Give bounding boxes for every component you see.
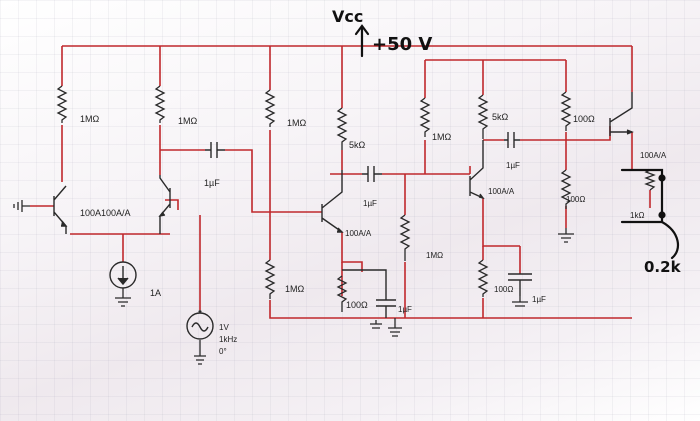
ground-current-source-icon: [115, 288, 131, 307]
resistor-r-emitter: [336, 275, 348, 312]
label-r2: 1MΩ: [178, 116, 198, 126]
label-c3: 1µF: [506, 161, 520, 170]
label-current-source: 1A: [150, 288, 161, 298]
resistor-r3: [264, 89, 276, 127]
ground-emitter-icon: [370, 320, 382, 329]
capacitor-c-emitter: [342, 269, 396, 318]
resistor-r6: [477, 94, 489, 139]
label-r7: 100Ω: [573, 114, 595, 124]
label-ac-phase: 0°: [219, 347, 227, 356]
transistor-q5: [609, 92, 634, 136]
capacitors: [205, 132, 532, 318]
label-r-lower-left: 1MΩ: [285, 284, 305, 294]
ground-mid-icon: [388, 318, 402, 337]
vcc-handwritten: Vcc: [332, 7, 363, 26]
transistor-q3: [321, 170, 344, 233]
transistor-q4: [469, 140, 485, 200]
load-bracket: [620, 168, 664, 224]
label-ac-frequency: 1kHz: [219, 335, 237, 344]
resistor-r1: [56, 85, 68, 123]
resistor-r-lower-mid: [399, 214, 411, 261]
resistors: [56, 85, 656, 312]
resistor-r2: [154, 85, 166, 123]
label-q1q2: 100A100A/A: [80, 208, 131, 218]
ground-emitter2-icon: [512, 296, 528, 307]
label-c-emitter2: 1µF: [532, 295, 546, 304]
load-note-handwritten: 0.2k: [644, 258, 682, 276]
wiring: [30, 45, 651, 319]
transistor-q2: [158, 175, 171, 234]
capacitor-c3: [504, 132, 520, 148]
resistor-r4: [336, 107, 348, 150]
capacitor-c1: [205, 142, 225, 158]
label-r-emitter2: 100Ω: [494, 285, 513, 294]
label-r-load: 1kΩ: [630, 211, 644, 220]
label-r5: 1MΩ: [432, 132, 452, 142]
transistor-q1: [53, 185, 68, 234]
resistor-r7: [560, 91, 572, 131]
label-ac-amplitude: 1V: [219, 323, 229, 332]
label-r3: 1MΩ: [287, 118, 307, 128]
resistor-r5: [419, 97, 431, 137]
capacitor-c2: [362, 166, 382, 182]
ground-ac-source-icon: [194, 340, 206, 365]
capacitor-c-emitter2: [508, 273, 532, 296]
label-q4: 100A/A: [488, 187, 515, 196]
label-c-emitter: 1µF: [398, 305, 412, 314]
label-r-output: 100Ω: [566, 195, 585, 204]
resistor-r-emitter2: [477, 259, 489, 297]
label-r6: 5kΩ: [492, 112, 509, 122]
resistor-r-lower-left: [264, 259, 276, 299]
resistor-r-load: [644, 169, 656, 191]
ground-left-icon: [13, 200, 30, 212]
label-r-lower-mid: 1MΩ: [426, 251, 443, 260]
handwritten-ink: [354, 24, 680, 260]
label-c1: 1µF: [204, 178, 220, 188]
label-r-emitter: 100Ω: [346, 300, 368, 310]
transistors: [53, 92, 634, 234]
ground-output-icon: [558, 228, 574, 243]
label-q5: 100A/A: [640, 151, 667, 160]
label-c2: 1µF: [363, 199, 377, 208]
load-arrow: [660, 220, 680, 260]
resistor-r-output: [560, 169, 572, 209]
ac-source-icon: [186, 310, 214, 340]
label-q3: 100A/A: [345, 229, 372, 238]
supply-voltage-handwritten: +50 V: [372, 34, 432, 55]
label-r4: 5kΩ: [349, 140, 366, 150]
current-source-icon: [109, 261, 137, 289]
grounds: [13, 200, 574, 365]
label-r1: 1MΩ: [80, 114, 100, 124]
